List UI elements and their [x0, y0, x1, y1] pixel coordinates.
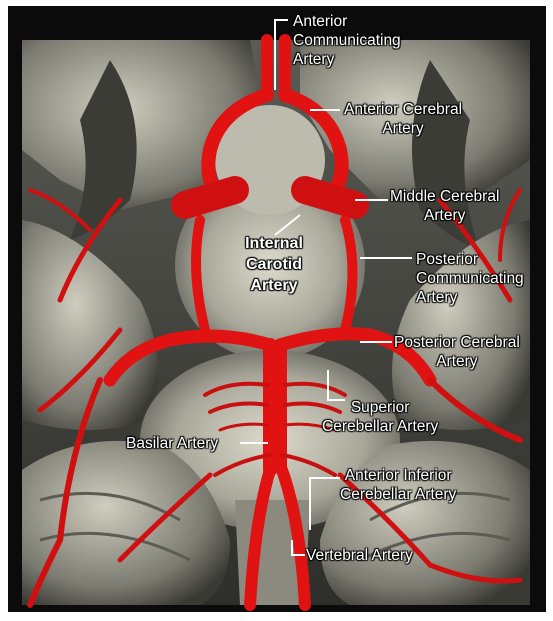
label-basilar-artery: Basilar Artery [126, 434, 218, 453]
label-anterior-cerebral-artery: Anterior Cerebral Artery [344, 100, 462, 138]
label-posterior-communicating-artery: Posterior Communicating Artery [416, 250, 524, 307]
label-anterior-communicating-artery: Anterior Communicating Artery [293, 12, 401, 69]
label-superior-cerebellar-artery: Superior Cerebellar Artery [322, 398, 438, 436]
label-internal-carotid-artery: Internal Carotid Artery [236, 233, 312, 296]
label-posterior-cerebral-artery: Posterior Cerebral Artery [394, 333, 520, 371]
label-middle-cerebral-artery: Middle Cerebral Artery [390, 187, 499, 225]
label-vertebral-artery: Vertebral Artery [306, 546, 413, 565]
label-anterior-inferior-cerebellar-artery: Anterior Inferior Cerebellar Artery [340, 466, 456, 504]
